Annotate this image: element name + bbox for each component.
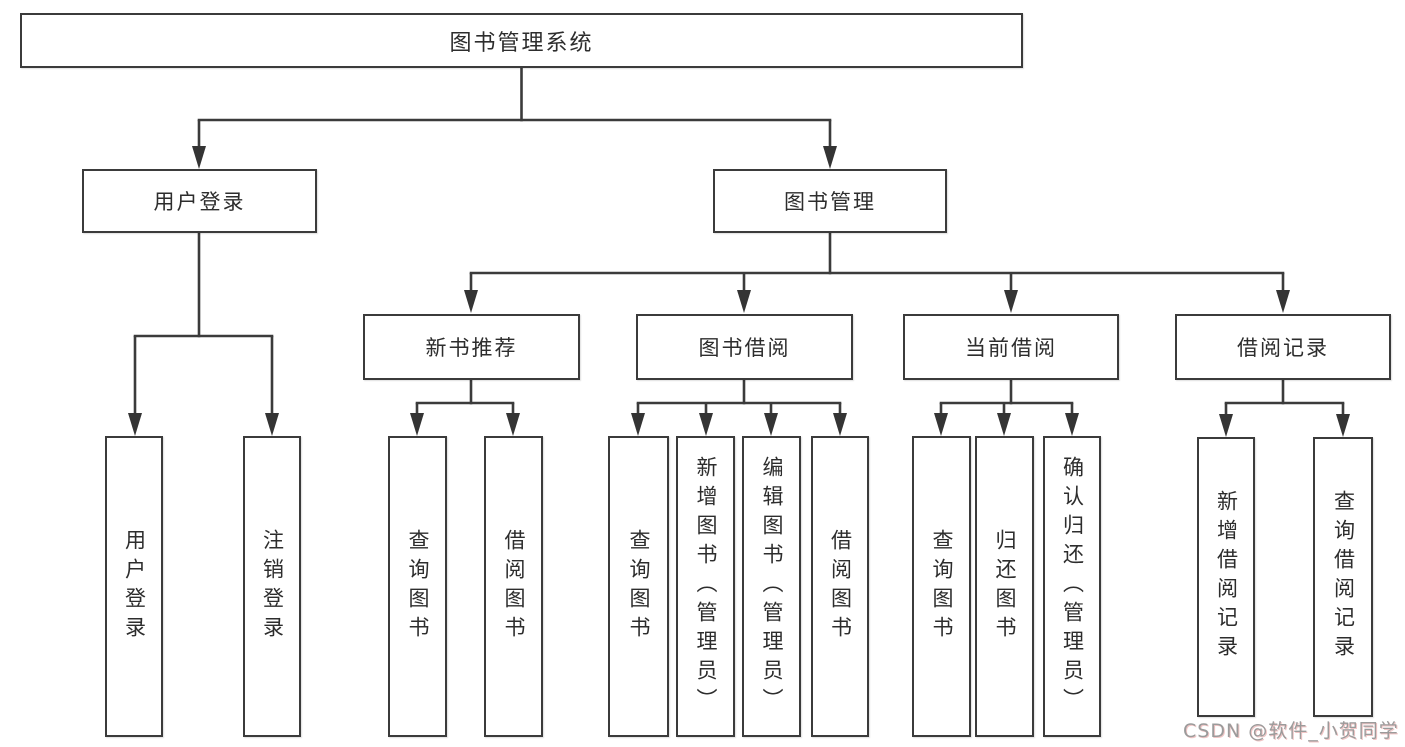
node-label: 借阅记录 [1237,336,1329,360]
node-label: 用户登录 [122,528,147,645]
node-label: 图书借阅 [698,336,791,360]
node-label: 编辑图书（管理员） [760,456,784,717]
node-label: 注销登录 [260,528,285,645]
node-new-book-recommend: 新书推荐 [363,314,580,380]
node-label: 图书管理系统 [449,30,594,56]
node-user-login: 用户登录 [82,169,317,233]
node-label: 借阅图书 [828,528,853,645]
node-label: 新增图书（管理员） [694,456,718,717]
node-label: 确认归还（管理员） [1060,456,1085,717]
leaf-logout: 注销登录 [243,436,301,737]
leaf-user-login: 用户登录 [105,436,163,737]
node-label: 新增借阅记录 [1214,490,1239,664]
node-label: 查询图书 [627,528,651,645]
leaf-borrow-books: 借阅图书 [811,436,869,737]
leaf-query-books-current: 查询图书 [912,436,971,737]
csdn-watermark: CSDN @软件_小贺同学 [1183,720,1399,742]
node-label: 查询图书 [406,528,430,645]
leaf-add-borrow-record: 新增借阅记录 [1197,437,1255,717]
node-label: 归还图书 [993,528,1017,645]
leaf-edit-books-admin: 编辑图书（管理员） [742,436,801,737]
leaf-confirm-return-admin: 确认归还（管理员） [1043,436,1101,737]
node-book-borrow: 图书借阅 [636,314,853,380]
node-label: 查询图书 [930,528,954,645]
connector-user-login-to-leaves [128,231,279,436]
node-borrow-records: 借阅记录 [1175,314,1391,380]
connector-borrow-records-to-leaves [1219,378,1350,437]
connector-new-book-recommend-to-leaves [410,378,520,436]
node-label: 当前借阅 [965,336,1057,360]
node-label: 用户登录 [153,190,246,214]
leaf-query-borrow-record: 查询借阅记录 [1313,437,1373,717]
leaf-query-books-recommend: 查询图书 [388,436,447,737]
connector-current-borrow-to-leaves [934,378,1079,436]
leaf-query-books-borrow: 查询图书 [608,436,669,737]
node-book-management: 图书管理 [713,169,947,233]
node-library-management-system: 图书管理系统 [20,13,1023,68]
connector-root-to-level2 [192,66,837,169]
node-current-borrow: 当前借阅 [903,314,1119,380]
node-label: 查询借阅记录 [1331,490,1356,664]
connector-book-borrow-to-leaves [631,378,847,436]
leaf-add-books-admin: 新增图书（管理员） [676,436,735,737]
node-label: 图书管理 [784,190,876,214]
connector-book-management-to-level3 [464,231,1290,313]
node-label: 借阅图书 [502,528,526,645]
node-label: 新书推荐 [425,336,518,360]
leaf-borrow-books-recommend: 借阅图书 [484,436,543,737]
leaf-return-books: 归还图书 [975,436,1034,737]
